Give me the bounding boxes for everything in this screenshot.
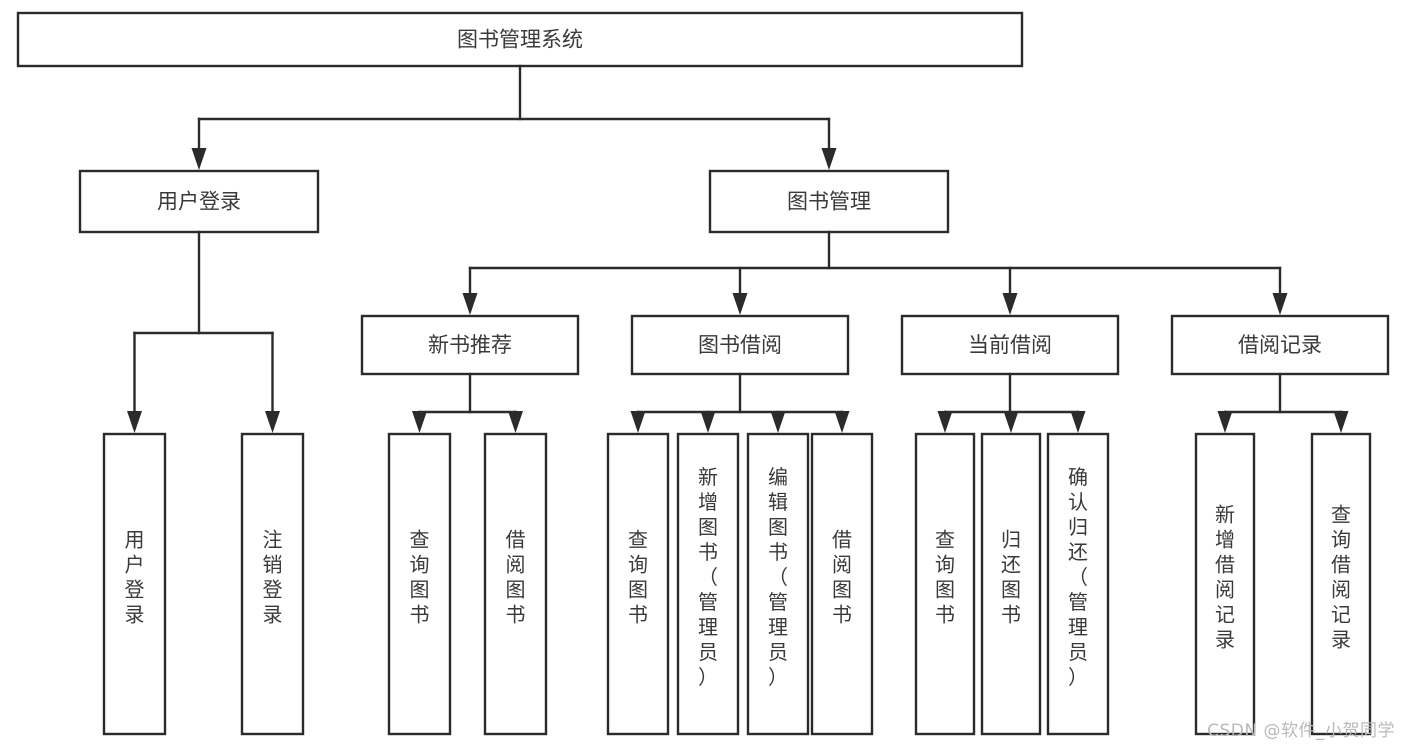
leaf-node-label: 借阅图书 xyxy=(832,528,852,627)
level3-node-label: 借阅记录 xyxy=(1238,333,1322,357)
arrow-head-icon xyxy=(732,293,748,315)
leaf-node-box[interactable]: 归还图书 xyxy=(980,432,1042,736)
leaf-node-box-outline xyxy=(676,432,740,736)
arrow-head-icon xyxy=(412,411,427,433)
arrow-head-icon xyxy=(462,293,478,315)
leaf-node-box[interactable]: 新增图书（管理员） xyxy=(676,432,740,736)
level2-node-box[interactable]: 图书管理 xyxy=(708,169,950,234)
leaf-node-box-outline xyxy=(1194,432,1256,736)
arrow-head-icon xyxy=(1002,293,1018,315)
level2-node-label: 用户登录 xyxy=(157,190,241,214)
level3-node-box-outline xyxy=(900,314,1120,376)
level3-node-box[interactable]: 新书推荐 xyxy=(360,314,580,376)
arrow-head-icon xyxy=(1272,293,1288,315)
leaf-node-box-outline xyxy=(1310,432,1372,736)
level3-node-label: 图书借阅 xyxy=(698,333,782,357)
level3-node-box-outline xyxy=(360,314,580,376)
level3-node-label: 新书推荐 xyxy=(428,333,512,357)
arrow-head-icon xyxy=(834,411,850,433)
arrow-head-icon xyxy=(770,411,786,433)
leaf-node-box[interactable]: 借阅图书 xyxy=(810,432,874,736)
leaf-node-box[interactable]: 注销登录 xyxy=(240,432,305,736)
arrow-head-icon xyxy=(937,411,953,433)
leaf-node-label: 注销登录 xyxy=(263,528,283,627)
leaf-node-box-outline xyxy=(102,432,167,736)
level2-node-box-outline xyxy=(78,169,320,234)
level3-node-box[interactable]: 图书借阅 xyxy=(630,314,850,376)
leaf-node-box-outline xyxy=(606,432,670,736)
arrow-head-icon xyxy=(127,411,142,433)
root-node-label: 图书管理系统 xyxy=(457,28,583,52)
arrow-head-icon xyxy=(1217,411,1233,433)
leaf-node-label: 查询图书 xyxy=(935,528,955,627)
leaf-node-box[interactable]: 查询图书 xyxy=(914,432,976,736)
leaf-node-box[interactable]: 查询图书 xyxy=(606,432,670,736)
leaf-node-box[interactable]: 查询图书 xyxy=(387,432,452,736)
arrow-head-icon xyxy=(265,411,280,433)
leaf-node-label: 编辑图书（管理员） xyxy=(768,465,788,689)
leaf-node-label: 新增图书（管理员） xyxy=(698,465,718,689)
leaf-node-label: 查询图书 xyxy=(410,528,430,627)
leaf-node-label: 新增借阅记录 xyxy=(1215,503,1235,652)
level3-node-box[interactable]: 当前借阅 xyxy=(900,314,1120,376)
leaf-node-box-outline xyxy=(240,432,305,736)
leaf-node-box-outline xyxy=(746,432,810,736)
leaf-node-box[interactable]: 新增借阅记录 xyxy=(1194,432,1256,736)
leaf-node-box-outline xyxy=(914,432,976,736)
level2-node-box[interactable]: 用户登录 xyxy=(78,169,320,234)
arrow-head-icon xyxy=(630,411,646,433)
leaf-node-box-outline xyxy=(483,432,548,736)
root-node-box[interactable]: 图书管理系统 xyxy=(16,11,1024,68)
arrow-head-icon xyxy=(508,411,523,433)
leaf-node-box-outline xyxy=(810,432,874,736)
leaf-node-label: 查询借阅记录 xyxy=(1331,503,1351,652)
leaf-node-box[interactable]: 借阅图书 xyxy=(483,432,548,736)
arrow-head-icon xyxy=(191,148,207,170)
arrow-head-icon xyxy=(1070,411,1086,433)
leaf-node-box[interactable]: 用户登录 xyxy=(102,432,167,736)
arrow-head-icon xyxy=(1003,411,1019,433)
arrow-head-icon xyxy=(821,148,837,170)
leaf-node-label: 借阅图书 xyxy=(506,528,526,627)
leaf-node-box-outline xyxy=(980,432,1042,736)
leaf-node-label: 归还图书 xyxy=(1001,528,1021,627)
level2-node-label: 图书管理 xyxy=(787,190,871,214)
leaf-node-label: 用户登录 xyxy=(125,528,145,627)
root-node-box-outline xyxy=(16,11,1024,68)
arrow-head-icon xyxy=(1333,411,1349,433)
leaf-node-label: 查询图书 xyxy=(628,528,648,627)
leaf-node-box[interactable]: 编辑图书（管理员） xyxy=(746,432,810,736)
leaf-node-box-outline xyxy=(387,432,452,736)
leaf-node-box[interactable]: 查询借阅记录 xyxy=(1310,432,1372,736)
arrow-head-icon xyxy=(700,411,716,433)
leaf-node-box[interactable]: 确认归还（管理员） xyxy=(1046,432,1110,736)
level3-node-label: 当前借阅 xyxy=(968,333,1052,357)
level3-node-box[interactable]: 借阅记录 xyxy=(1170,314,1390,376)
leaf-node-box-outline xyxy=(1046,432,1110,736)
leaf-node-label: 确认归还（管理员） xyxy=(1068,465,1088,689)
